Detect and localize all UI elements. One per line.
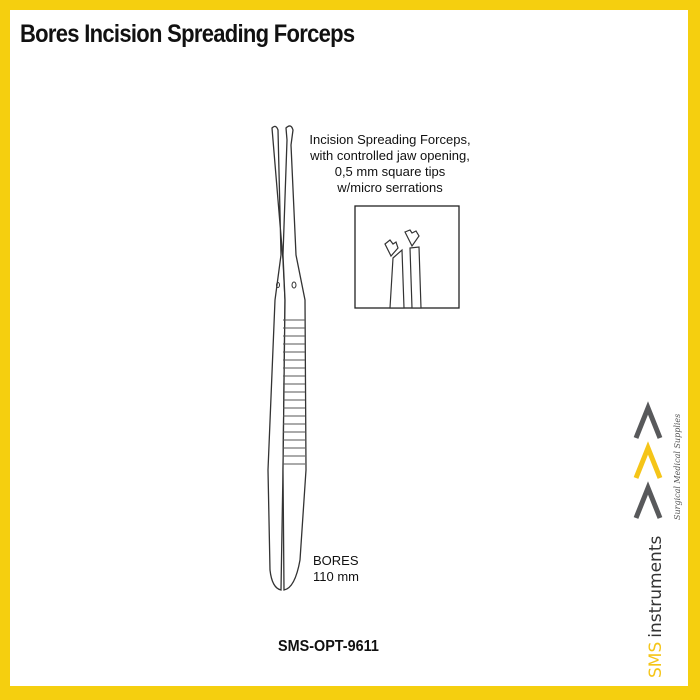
sms-logo: SMS instruments Surgical Medical Supplies (633, 401, 682, 678)
instrument-length: 110 mm (313, 569, 359, 584)
pin-hole (291, 281, 297, 289)
forceps-left-arm (267, 125, 286, 591)
pin-hole (276, 282, 280, 288)
page-title: Bores Incision Spreading Forceps (20, 20, 355, 48)
tip-detail-inset (354, 205, 460, 309)
logo-instruments: instruments (646, 536, 666, 638)
logo-sms: SMS (646, 642, 666, 678)
description-line: Incision Spreading Forceps, (309, 132, 471, 147)
logo-chevron-gray (633, 481, 663, 519)
instrument-size-label: BORES 110 mm (313, 553, 359, 585)
description-line: with controlled jaw opening, (310, 148, 470, 163)
description-line: 0,5 mm square tips (334, 164, 446, 179)
description-line: w/micro serrations (337, 180, 443, 195)
tip-detail-drawing (384, 229, 422, 309)
logo-tagline: Surgical Medical Supplies (673, 414, 682, 520)
instrument-name: BORES (313, 553, 359, 568)
logo-chevron-yellow (633, 441, 663, 479)
grip-serrations (283, 319, 305, 465)
description: Incision Spreading Forceps, with control… (300, 132, 480, 196)
forceps-right-arm (282, 125, 307, 591)
svg-text:SMSinstruments: SMS instruments (646, 536, 666, 678)
logo-chevron-gray (633, 401, 663, 439)
product-code: SMS-OPT-9611 (278, 638, 379, 655)
